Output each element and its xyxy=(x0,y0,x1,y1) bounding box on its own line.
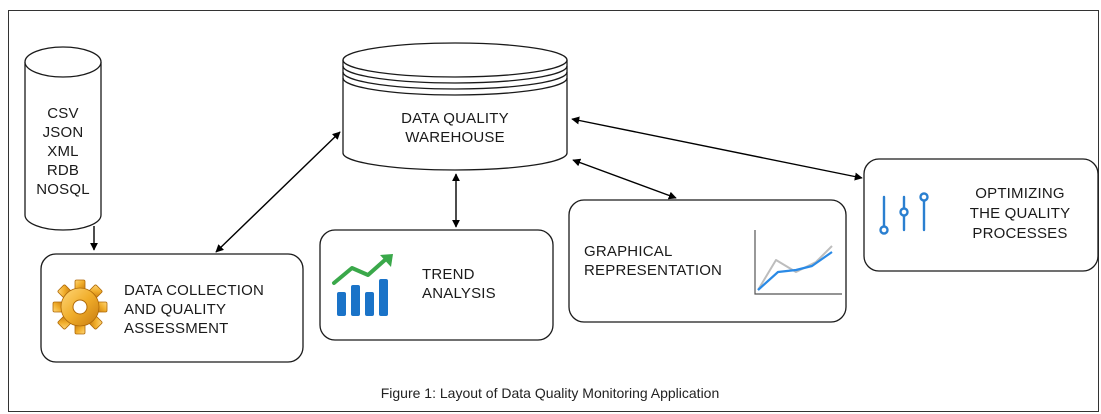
arrow-warehouse-optimizing xyxy=(571,116,863,181)
data-collection-node: DATA COLLECTION AND QUALITY ASSESSMENT xyxy=(40,253,304,363)
collection-label-line3: ASSESSMENT xyxy=(124,320,229,337)
gear-icon xyxy=(52,279,108,335)
source-format-csv: CSV xyxy=(47,105,78,122)
warehouse-label-line2: WAREHOUSE xyxy=(405,129,505,146)
line-graph-icon xyxy=(754,230,842,295)
optimizing-label-line1: OPTIMIZING xyxy=(975,185,1065,202)
optimizing-label-line2: THE QUALITY xyxy=(970,205,1071,222)
source-format-xml: XML xyxy=(47,143,78,160)
source-format-json: JSON xyxy=(43,124,84,141)
optimizing-node: OPTIMIZING THE QUALITY PROCESSES xyxy=(863,158,1099,272)
warehouse-cylinder: DATA QUALITY WAREHOUSE xyxy=(342,42,568,171)
trend-label-line2: ANALYSIS xyxy=(422,285,496,302)
optimizing-label-line3: PROCESSES xyxy=(972,225,1067,242)
collection-label-line1: DATA COLLECTION xyxy=(124,282,264,299)
trend-bar-chart-icon xyxy=(332,254,393,316)
trend-label-line1: TREND xyxy=(422,266,475,283)
sliders-icon xyxy=(879,192,929,235)
arrow-warehouse-graphical xyxy=(572,158,677,200)
data-sources-cylinder: CSV JSON XML RDB NOSQL xyxy=(24,46,102,231)
source-format-rdb: RDB xyxy=(47,162,79,179)
collection-label-line2: AND QUALITY xyxy=(124,301,226,318)
source-format-nosql: NOSQL xyxy=(36,181,90,198)
warehouse-label-line1: DATA QUALITY xyxy=(401,110,509,127)
figure-caption: Figure 1: Layout of Data Quality Monitor… xyxy=(381,385,720,401)
graphical-representation-node: GRAPHICAL REPRESENTATION xyxy=(568,199,847,323)
arrow-collection-warehouse xyxy=(215,131,341,253)
trend-analysis-node: TREND ANALYSIS xyxy=(319,229,554,341)
graphical-label-line1: GRAPHICAL xyxy=(584,243,673,260)
graphical-label-line2: REPRESENTATION xyxy=(584,262,722,279)
